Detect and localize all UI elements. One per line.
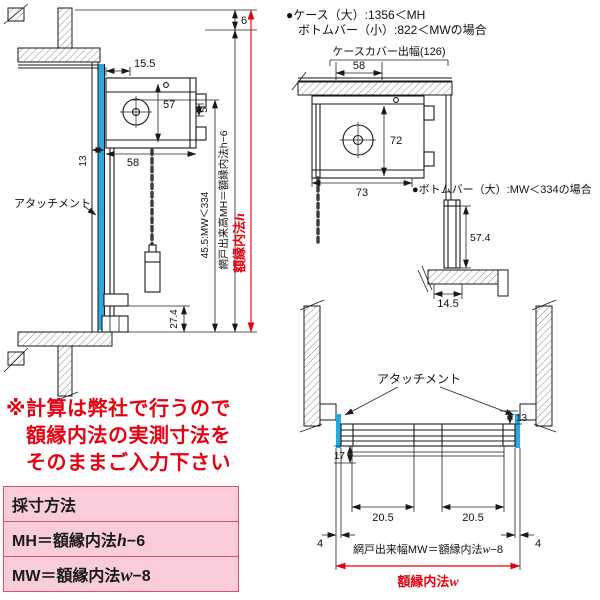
left-section-diagram: 6 15.5 57 13 58 5 45.5:MW＜334 網戸出来高MH＝額縁… <box>3 3 257 403</box>
attachment-label-left: アタッチメント <box>14 197 91 210</box>
dim-72: 72 <box>390 135 402 147</box>
dim-4-left: 4 <box>317 538 323 550</box>
h-dimension-label: 額縁内法h <box>232 213 248 274</box>
plan-section-diagram: アタッチメント 13 17 20.5 20.5 4 4 網戸出来幅MW＝額縁内法… <box>299 299 557 590</box>
dim-gap5: 5 <box>199 107 210 113</box>
dim-case-offset: 15.5 <box>134 58 155 70</box>
attachment-strip-left <box>98 64 104 330</box>
warning-line-3: そのままご入力下さい <box>26 452 231 474</box>
roller-case-detail <box>311 95 435 179</box>
left-dimension-lines <box>75 9 257 333</box>
attachment-label-plan: アタッチメント <box>377 372 461 386</box>
mh-formula-label: 網戸出来高MH＝額縁内法h−6 <box>217 130 230 269</box>
warning-note: ※計算は弊社で行うので 額縁内法の実測寸法を そのままご入力下さい <box>6 396 246 477</box>
attachment-strip-plan-right <box>515 414 520 448</box>
w-dimension-label: 額縁内法w <box>396 574 459 590</box>
bottombar-small-note: ボトムバー（小）:822＜MWの場合 <box>298 22 487 37</box>
dim-note-45: 45.5:MW＜334 <box>200 191 211 258</box>
bottom-bar-profile <box>443 199 461 269</box>
dim-17: 17 <box>334 451 346 462</box>
warning-line-1: ※計算は弊社で行うので <box>6 398 231 420</box>
table-row-mw: MW＝額縁内法w−8 <box>4 557 238 591</box>
mw-formula-label: 網戸出来幅MW＝額縁内法w−8 <box>353 542 503 556</box>
dim-58: 58 <box>353 60 365 72</box>
dim-top-gap: 6 <box>241 15 247 27</box>
table-row-mh: MH＝額縁内法h−6 <box>4 522 238 557</box>
dim-13: 13 <box>516 413 528 424</box>
case-cover-note: ケースカバー出幅(126) <box>332 44 445 58</box>
measure-method-table: 採寸方法 MH＝額縁内法h−6 MW＝額縁内法w−8 <box>3 486 239 592</box>
dim-20-5-right: 20.5 <box>462 512 483 524</box>
dim-case-height: 57 <box>163 99 175 111</box>
dim-attach-depth: 13 <box>78 155 89 167</box>
right-section-diagram: ●ケース（大）:1356＜MH ボトムバー（小）:822＜MWの場合 ケースカバ… <box>286 8 592 310</box>
case-note: ●ケース（大）:1356＜MH <box>286 8 425 22</box>
left-frame-hatched <box>7 7 113 397</box>
bottombar-large-note: ●ボトムバー（大）:MW＜334の場合 <box>412 182 592 196</box>
roller-case <box>101 77 207 333</box>
attachment-strip-plan-left <box>336 414 341 448</box>
dim-73: 73 <box>356 187 368 199</box>
dim-4-right: 4 <box>535 538 541 550</box>
table-title: 採寸方法 <box>4 487 238 522</box>
warning-line-2: 額縁内法の実測寸法を <box>26 425 231 447</box>
dim-case-depth: 58 <box>127 157 139 169</box>
chain-weight <box>144 244 161 293</box>
dim-57-4: 57.4 <box>470 232 491 244</box>
screen-frame-plan <box>340 423 516 458</box>
dim-20-5-left: 20.5 <box>372 512 393 524</box>
dim-bottom-gap: 27.4 <box>169 309 180 329</box>
dim-14-5: 14.5 <box>437 298 458 310</box>
plan-jambs <box>303 305 553 427</box>
